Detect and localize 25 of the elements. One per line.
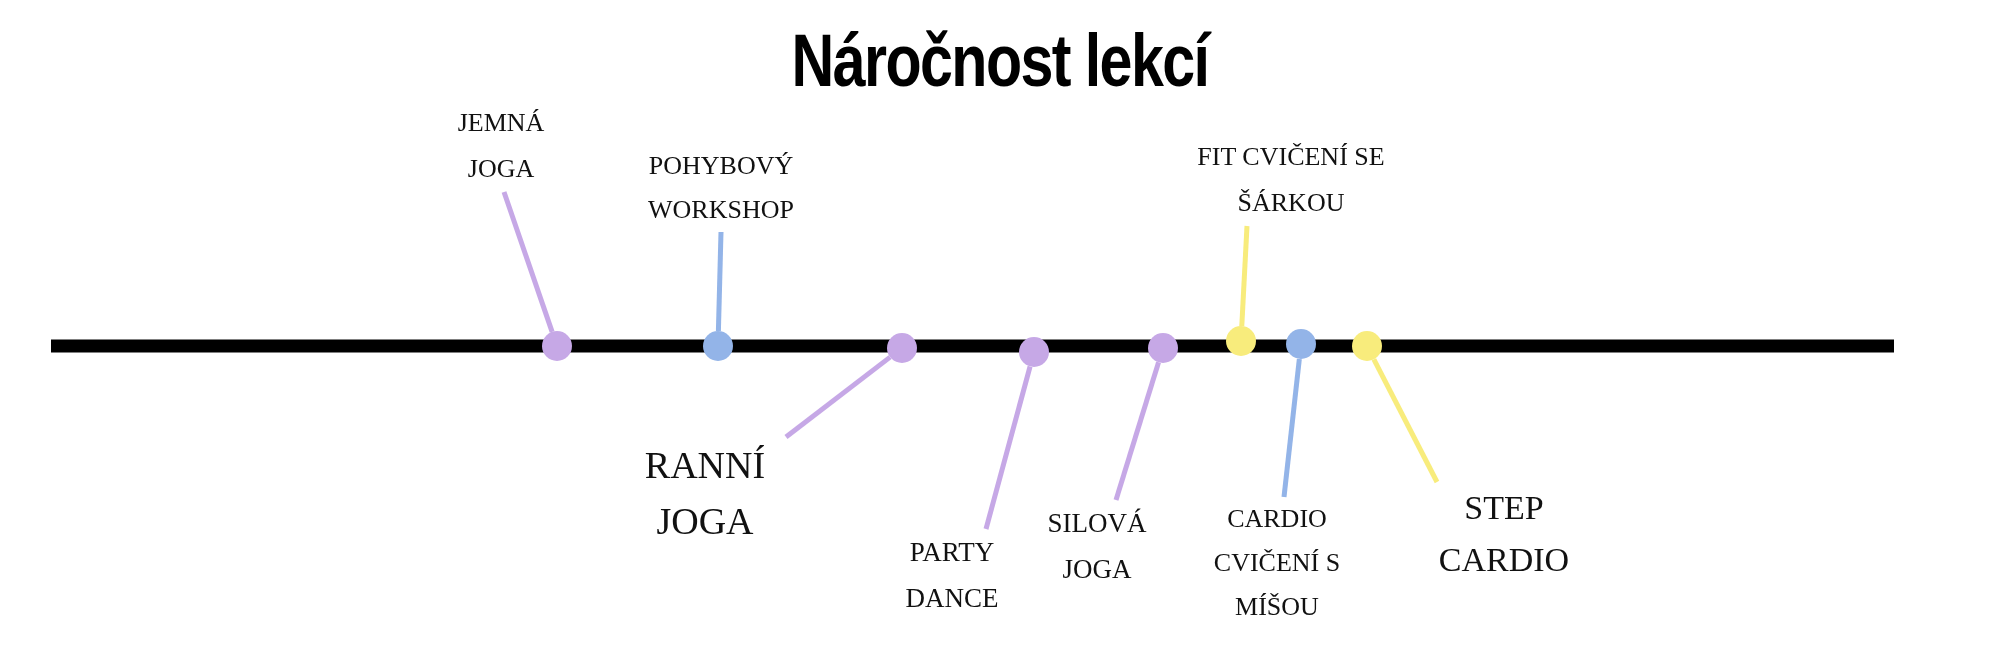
title: Náročnost lekcí	[200, 18, 1800, 103]
leader-line	[1281, 358, 1302, 498]
timeline-dot	[1352, 331, 1382, 361]
timeline-dot	[542, 331, 572, 361]
lesson-label: JEMNÁ JOGA	[431, 100, 571, 192]
lesson-label: SILOVÁ JOGA	[1032, 500, 1162, 592]
leader-line	[1371, 358, 1440, 484]
lesson-label: RANNÍ JOGA	[620, 437, 790, 549]
timeline-dot	[1148, 333, 1178, 363]
lesson-label: FIT CVIČENÍ SE ŠÁRKOU	[1176, 134, 1406, 226]
leader-line	[501, 191, 555, 333]
leader-line	[784, 355, 892, 439]
leader-line	[715, 231, 724, 332]
timeline-dot	[887, 333, 917, 363]
timeline-dot	[1019, 337, 1049, 367]
lesson-label: POHYBOVÝ WORKSHOP	[621, 144, 821, 232]
lesson-label: PARTY DANCE	[887, 529, 1017, 621]
timeline-dot	[703, 331, 733, 361]
leader-line	[1113, 361, 1161, 501]
leader-line	[1239, 225, 1250, 327]
timeline-dot	[1226, 326, 1256, 356]
lesson-label: CARDIO CVIČENÍ S MÍŠOU	[1182, 497, 1372, 629]
timeline-dot	[1286, 329, 1316, 359]
leader-line	[983, 365, 1033, 530]
lesson-label: STEP CARDIO	[1419, 482, 1589, 586]
